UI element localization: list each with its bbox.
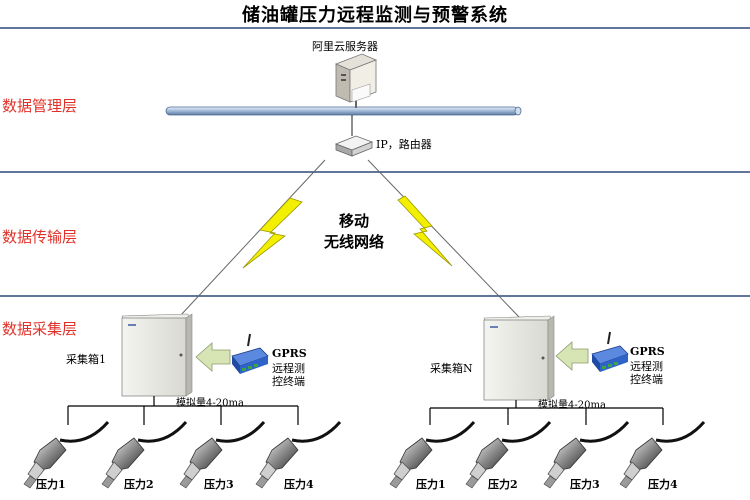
box-label-1: 采集箱1 bbox=[66, 353, 106, 366]
bus-label-1: 模拟量4-20ma bbox=[176, 398, 244, 409]
diagram-title: 储油罐压力远程监测与预警系统 bbox=[242, 5, 508, 26]
gprs-label-1-line2: 远程测 bbox=[272, 362, 305, 375]
network-bus-pipe bbox=[165, 106, 522, 116]
sensor-bus-n bbox=[429, 400, 664, 425]
gprs-unit-1 bbox=[231, 333, 269, 375]
link-router-station1 bbox=[179, 159, 326, 317]
gprs-label-1-line1: GPRS bbox=[272, 347, 307, 360]
collection-box-n bbox=[483, 315, 555, 401]
layer-label-management: 数据管理层 bbox=[2, 97, 78, 115]
server-label: 阿里云服务器 bbox=[312, 40, 378, 53]
arrow-gprs-to-box-1 bbox=[195, 342, 231, 372]
sensor-bus-1 bbox=[67, 396, 299, 425]
layer-label-collection: 数据采集层 bbox=[2, 320, 78, 338]
gprs-unit-n bbox=[591, 331, 629, 373]
lightning-icon bbox=[397, 195, 453, 267]
server-icon bbox=[334, 53, 378, 108]
router-label: IP，路由器 bbox=[376, 138, 432, 151]
link-router-stationN bbox=[367, 159, 521, 319]
sensor-label: 压力2 bbox=[488, 478, 518, 491]
sensor-label: 压力1 bbox=[416, 478, 446, 491]
collection-box-1 bbox=[121, 313, 193, 397]
bus-label-n: 模拟量4-20ma bbox=[538, 400, 606, 411]
gprs-label-1-line3: 控终端 bbox=[272, 375, 305, 388]
sensor-label: 压力4 bbox=[648, 478, 678, 491]
lightning-icon bbox=[242, 197, 303, 269]
gprs-label-n-line3: 控终端 bbox=[630, 373, 663, 386]
sensor-label: 压力1 bbox=[36, 478, 66, 491]
sensor-label: 压力4 bbox=[284, 478, 314, 491]
sensor-label: 压力2 bbox=[124, 478, 154, 491]
sensor-label: 压力3 bbox=[204, 478, 234, 491]
network-label-line2: 无线网络 bbox=[323, 233, 384, 251]
box-label-n: 采集箱N bbox=[430, 362, 473, 375]
sensor-label: 压力3 bbox=[570, 478, 600, 491]
network-label-line1: 移动 bbox=[338, 212, 369, 230]
gprs-label-n-line1: GPRS bbox=[630, 345, 665, 358]
arrow-gprs-to-box-n bbox=[555, 341, 589, 371]
gprs-label-n-line2: 远程测 bbox=[630, 360, 663, 373]
layer-label-transmission: 数据传输层 bbox=[2, 228, 78, 246]
router-icon bbox=[334, 115, 374, 157]
